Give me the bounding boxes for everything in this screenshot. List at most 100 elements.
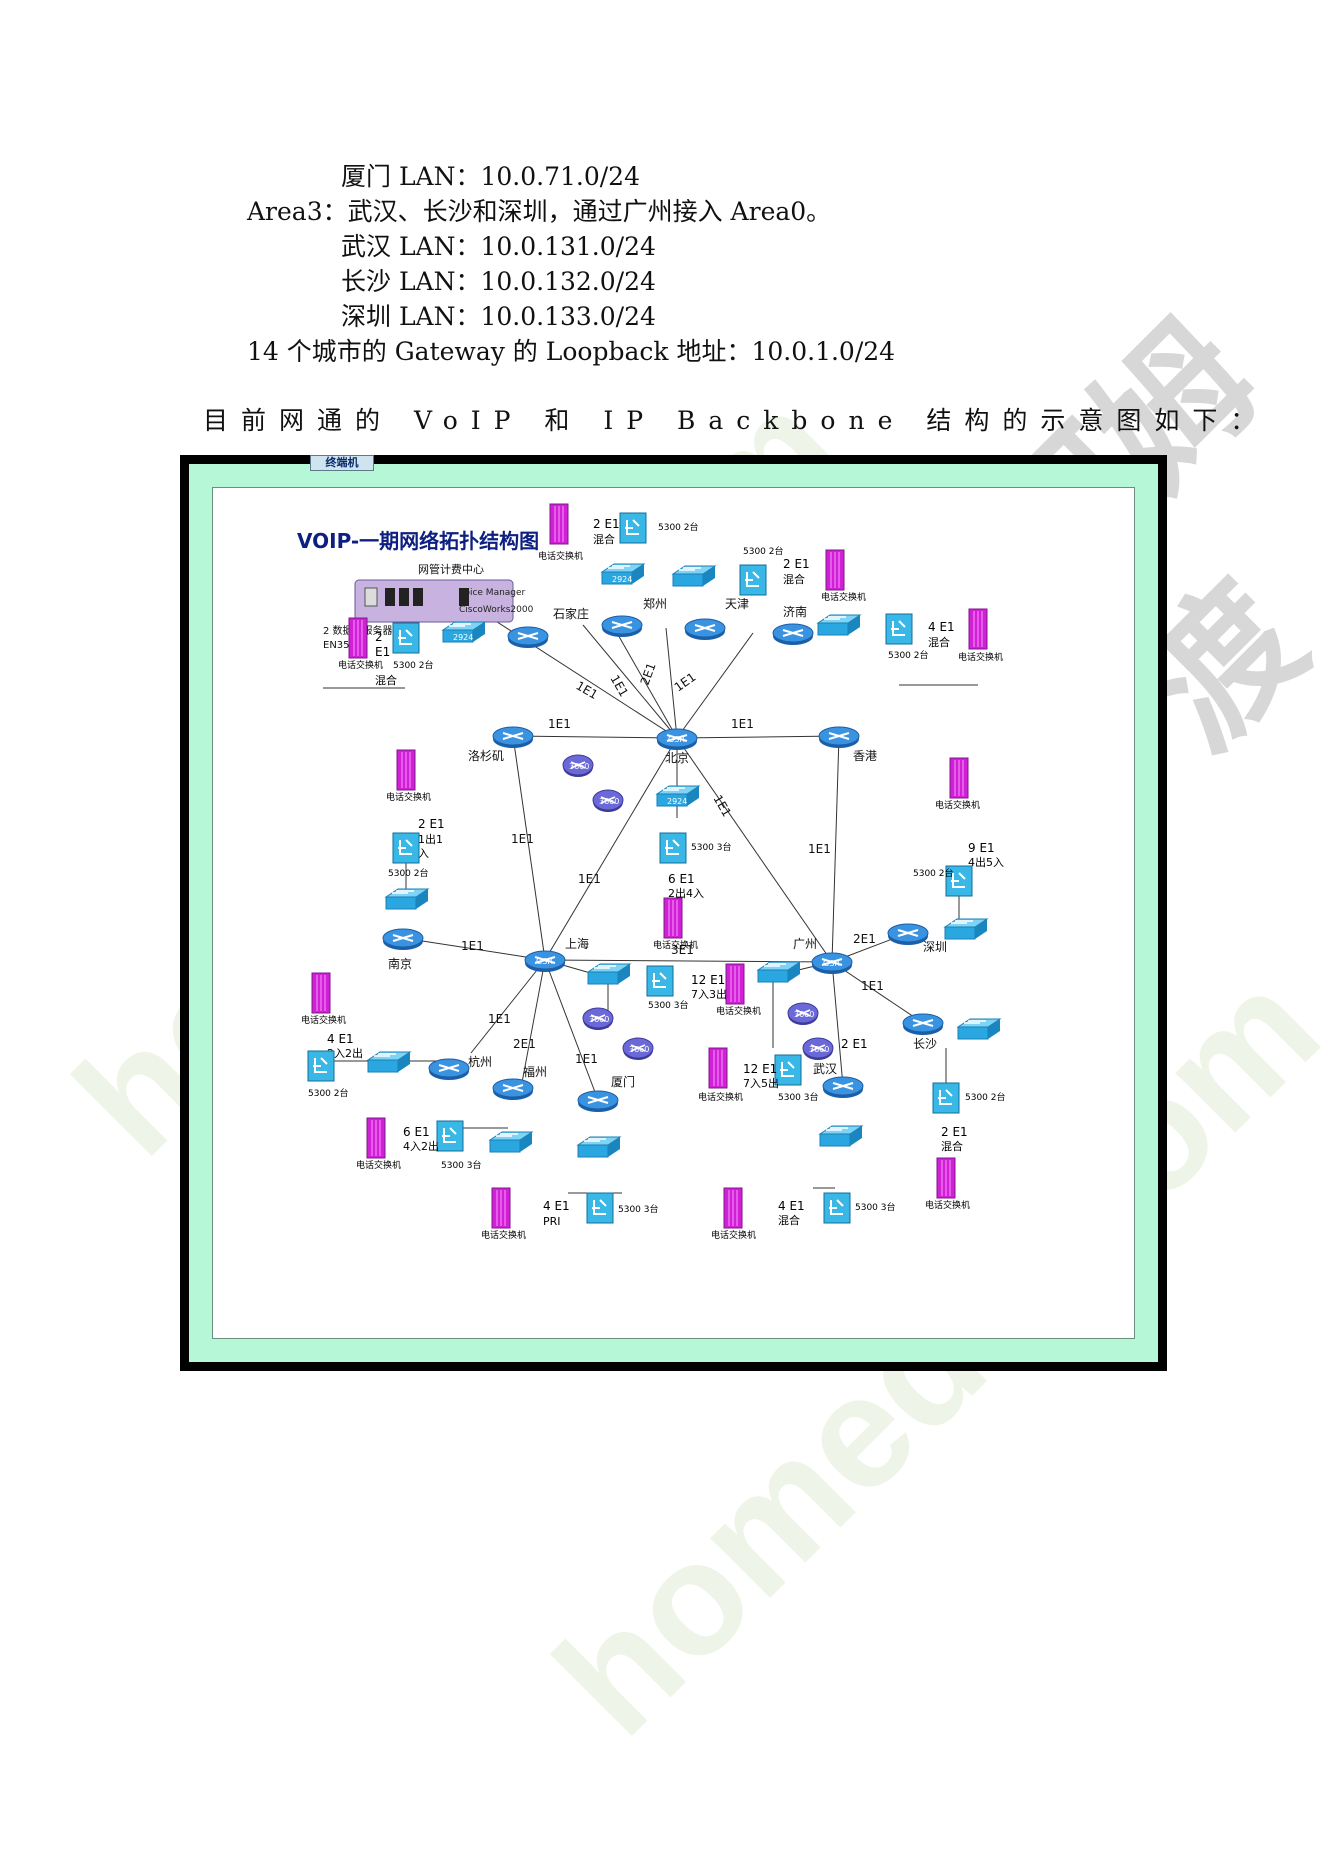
svg-text:电话交换机: 电话交换机: [935, 799, 980, 811]
text-line-6: 14 个城市的 Gateway 的 Loopback 地址：10.0.1.0/2…: [247, 337, 896, 366]
svg-text:5300 2台: 5300 2台: [308, 1087, 349, 1099]
svg-text:2E1: 2E1: [638, 661, 659, 687]
svg-text:电话交换机: 电话交换机: [338, 659, 383, 671]
svg-text:2出4入: 2出4入: [668, 886, 704, 900]
svg-text:3660: 3660: [599, 797, 619, 806]
svg-text:福州: 福州: [523, 1064, 547, 1079]
en3500-label: EN3500: [323, 640, 362, 651]
svg-text:2E1: 2E1: [513, 1037, 536, 1051]
svg-text:12 E1: 12 E1: [743, 1062, 777, 1076]
links: [321, 617, 978, 1194]
svg-text:1E1: 1E1: [461, 939, 484, 953]
svg-text:CiscoWorks2000: CiscoWorks2000: [459, 605, 534, 615]
svg-text:1出1: 1出1: [418, 832, 443, 846]
svg-text:2924: 2924: [612, 575, 632, 584]
svg-text:6 E1: 6 E1: [668, 872, 695, 886]
svg-text:混合: 混合: [783, 572, 805, 586]
svg-text:4入2出: 4入2出: [403, 1139, 439, 1153]
svg-text:北京: 北京: [665, 751, 689, 765]
svg-text:5300 3台: 5300 3台: [648, 999, 689, 1011]
svg-text:杭州: 杭州: [468, 1054, 492, 1069]
svg-text:GSR: GSR: [823, 959, 840, 968]
svg-text:1E1: 1E1: [575, 1052, 598, 1066]
svg-text:GSR: GSR: [536, 957, 553, 966]
svg-text:长沙: 长沙: [913, 1037, 937, 1051]
svg-text:1E1: 1E1: [731, 717, 754, 731]
svg-text:7入5出: 7入5出: [743, 1076, 779, 1090]
svg-text:洛杉矶: 洛杉矶: [468, 748, 504, 763]
la-local: 电话交换机 2 E1 1出1 入 5300 2台: [382, 749, 445, 951]
svg-text:混合: 混合: [928, 635, 950, 649]
figure-canvas: 1E1 1E1 2E1 1E1 1E1 1E1 1E1 1E1 1E1 1E1 …: [212, 487, 1135, 1339]
svg-text:电话交换机: 电话交换机: [711, 1229, 756, 1241]
svg-text:入: 入: [418, 847, 429, 860]
svg-text:4 E1: 4 E1: [327, 1032, 354, 1046]
shenzhen-local: 电话交换机 9 E1 4出5入 5300 2台: [887, 757, 1004, 946]
svg-text:2入2出: 2入2出: [327, 1046, 363, 1060]
svg-text:1E1: 1E1: [578, 872, 601, 886]
svg-text:1E1: 1E1: [574, 678, 601, 702]
svg-text:4 E1: 4 E1: [778, 1199, 805, 1213]
guangzhou-local: 3660 3660 2 E1 5300 3台 12 E1 7入5出 电话交换机: [698, 961, 868, 1103]
xiamen-branch: 5300 3台 4 E1 PRI 电话交换机: [481, 1090, 659, 1241]
svg-text:武汉: 武汉: [813, 1062, 837, 1076]
nms-label: 网管计费中心: [418, 562, 484, 576]
svg-text:4 E1: 4 E1: [543, 1199, 570, 1213]
svg-text:电话交换机: 电话交换机: [653, 939, 698, 951]
svg-text:1E1: 1E1: [548, 717, 571, 731]
svg-text:1E1: 1E1: [861, 979, 884, 993]
svg-text:上海: 上海: [565, 936, 589, 951]
figure-tab: 终端机: [310, 455, 374, 471]
rts-label: 2 数据库服务器 RTS: [323, 624, 414, 637]
changsha-branch: 5300 2台 2 E1 混合 电话交换机: [902, 1013, 1006, 1211]
svg-text:电话交换机: 电话交换机: [821, 591, 866, 603]
svg-text:电话交换机: 电话交换机: [356, 1159, 401, 1171]
text-line-4: 长沙 LAN：10.0.132.0/24: [341, 267, 656, 296]
svg-text:2924: 2924: [453, 633, 473, 642]
shijiazhuang-equipment: 电话交换机 2 E1 混合 5300 2台 2924: [338, 617, 549, 687]
svg-text:1E1: 1E1: [808, 842, 831, 856]
fuzhou-branch: 5300 3台 6 E1 4入2出 电话交换机: [356, 1078, 534, 1171]
svg-text:Voice Manager: Voice Manager: [459, 588, 526, 598]
svg-text:3660: 3660: [794, 1010, 814, 1019]
svg-text:电话交换机: 电话交换机: [301, 1014, 346, 1026]
svg-text:郑州: 郑州: [643, 596, 667, 611]
svg-text:5300 3台: 5300 3台: [855, 1201, 896, 1213]
diagram-title: VOIP-一期网络拓扑结构图: [297, 529, 539, 553]
svg-text:电话交换机: 电话交换机: [538, 550, 583, 562]
svg-text:5300 2台: 5300 2台: [913, 867, 954, 879]
svg-text:4 E1: 4 E1: [928, 620, 955, 634]
svg-text:5300 2台: 5300 2台: [388, 867, 429, 879]
svg-text:电话交换机: 电话交换机: [716, 1005, 761, 1017]
svg-text:9 E1: 9 E1: [968, 841, 995, 855]
jinan-equipment: 5300 2台 4 E1 混合 电话交换机: [772, 608, 1003, 663]
svg-text:5300 3台: 5300 3台: [778, 1091, 819, 1103]
svg-text:1E1: 1E1: [511, 832, 534, 846]
svg-text:深圳: 深圳: [923, 940, 947, 954]
svg-text:电话交换机: 电话交换机: [481, 1229, 526, 1241]
nms-panel: Voice Manager CiscoWorks2000: [354, 579, 534, 623]
svg-text:混合: 混合: [375, 673, 397, 687]
svg-text:混合: 混合: [593, 532, 615, 546]
svg-text:厦门: 厦门: [611, 1074, 635, 1089]
svg-text:2 E1: 2 E1: [941, 1125, 968, 1139]
wuhan-branch: 5300 3台 4 E1 混合 电话交换机: [711, 1076, 896, 1241]
svg-text:GSR: GSR: [668, 735, 685, 744]
svg-text:电话交换机: 电话交换机: [958, 651, 1003, 663]
svg-text:3660: 3660: [589, 1015, 609, 1024]
core-routers: GSR GSR GSR: [492, 726, 860, 975]
text-line-7: 目前网通的 VoIP 和 IP Backbone 结构的示意图如下：: [203, 406, 1269, 435]
svg-text:3E1: 3E1: [671, 943, 694, 957]
text-line-3: 武汉 LAN：10.0.131.0/24: [341, 232, 656, 261]
tianjin-equipment: 5300 2台 2 E1 混合 电话交换机: [672, 545, 866, 641]
city-labels: 北京 上海 广州 洛杉矶 香港 石家庄 郑州 天津 济南 南京 杭州 福州 厦门…: [388, 596, 947, 1089]
hub-equipment: 电话交换机 2 E1 混合 5300 2台 2924: [538, 503, 699, 638]
svg-text:5300 3台: 5300 3台: [618, 1203, 659, 1215]
svg-text:PRI: PRI: [543, 1215, 561, 1228]
svg-text:5300 2台: 5300 2台: [888, 649, 929, 661]
svg-text:E1: E1: [375, 645, 390, 659]
svg-text:3660: 3660: [629, 1045, 649, 1054]
svg-text:混合: 混合: [941, 1139, 963, 1153]
svg-text:5300 3台: 5300 3台: [441, 1159, 482, 1171]
svg-text:6 E1: 6 E1: [403, 1125, 430, 1139]
